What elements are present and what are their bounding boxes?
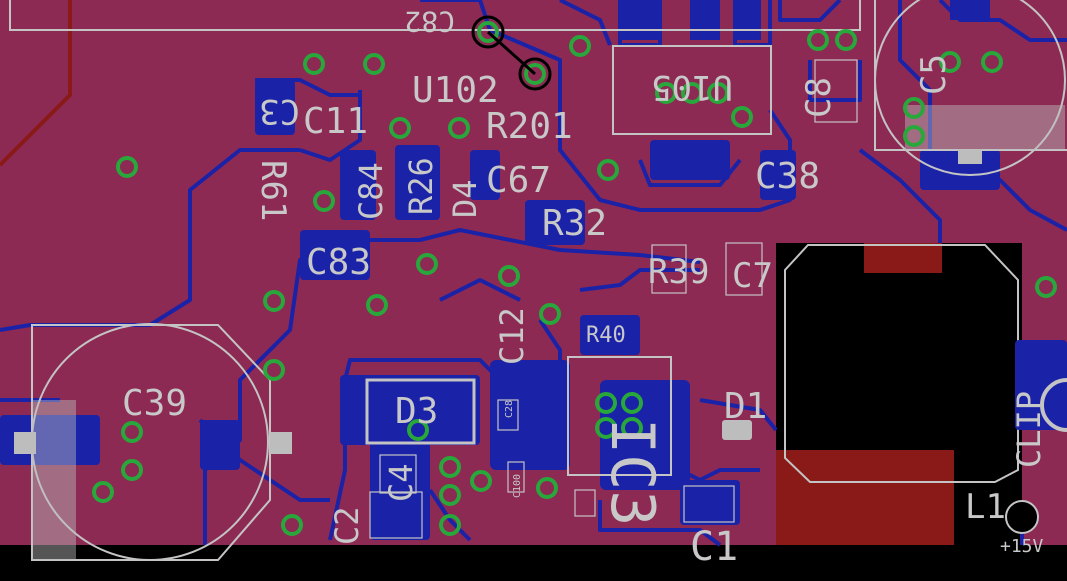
- label-15v: +15V: [1000, 536, 1044, 557]
- label-r32: R32: [542, 203, 607, 244]
- label-c82: C82: [404, 5, 455, 38]
- label-r40: R40: [586, 323, 626, 348]
- label-c39: C39: [122, 383, 187, 424]
- top-layer-traces: [0, 0, 72, 167]
- label-c11: C11: [303, 101, 368, 142]
- label-c8: C8: [799, 77, 839, 118]
- label-c83: C83: [306, 242, 371, 283]
- inductor-l1-area: [776, 243, 1022, 545]
- label-c4: C4: [382, 463, 420, 502]
- silkscreen-outlines: [9, 0, 1067, 561]
- component-outlines: [369, 59, 858, 539]
- label-u105: U105: [651, 67, 733, 107]
- label-d4: D4: [446, 179, 484, 218]
- label-c67: C67: [486, 160, 551, 201]
- label-clip: CLIP: [1010, 391, 1048, 468]
- label-c1: C1: [690, 524, 738, 570]
- label-c28: C28: [504, 400, 515, 418]
- board-edge-band: [0, 545, 1067, 581]
- label-c12: C12: [493, 307, 531, 365]
- label-d3: D3: [395, 391, 438, 432]
- gray-pads: [14, 150, 1039, 534]
- label-r201: R201: [486, 106, 573, 147]
- label-r39: R39: [648, 252, 709, 292]
- jumper-line: [487, 30, 536, 76]
- silkscreen-fills: [32, 105, 1065, 560]
- label-c7: C7: [732, 256, 773, 296]
- label-r61: R61: [253, 160, 293, 221]
- plated-vias: [471, 15, 552, 91]
- label-c84: C84: [352, 162, 390, 220]
- label-c3: C3: [259, 91, 300, 131]
- label-c2: C2: [328, 506, 366, 545]
- label-c5: C5: [914, 54, 954, 95]
- label-d1: D1: [724, 386, 767, 427]
- label-c38: C38: [755, 156, 820, 197]
- label-l1: L1: [965, 487, 1006, 527]
- label-c100: C100: [512, 474, 523, 498]
- vias: [92, 21, 1057, 536]
- label-r26: R26: [402, 157, 440, 215]
- label-u102: U102: [412, 70, 499, 111]
- label-ic3: IC3: [597, 418, 667, 526]
- silkscreen-labels: C82 U102 R201 U105 C8 C5 C3 C11 R61 C84 …: [122, 5, 1048, 570]
